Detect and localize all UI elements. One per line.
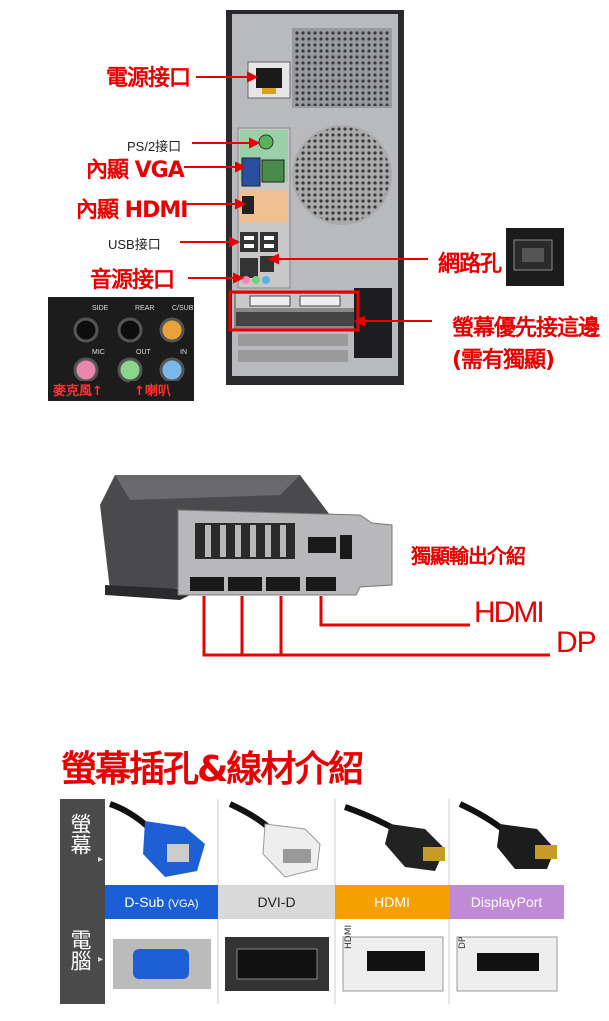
vga-onboard-label: 內顯 VGA <box>86 158 185 183</box>
connector-label-dvid: DVI-D <box>218 885 335 919</box>
port-images <box>105 919 564 1004</box>
gpu-hdmi-label: HDMI <box>474 596 545 629</box>
gpu-diagram <box>100 475 550 657</box>
hdmi-port-onboard <box>242 196 254 214</box>
row-label-monitor: 螢幕 <box>68 813 92 855</box>
dvi-port-image <box>225 937 329 991</box>
dp-port-image <box>456 936 558 992</box>
pc-back-diagram <box>48 10 564 401</box>
usb-ports <box>240 232 258 252</box>
connector-label-dsub: D-Sub (VGA) <box>105 885 218 919</box>
audio-label: 音源接口 <box>90 268 175 293</box>
dp-cable-image <box>458 801 557 869</box>
gpu-hdmi-port-top <box>308 537 336 553</box>
cable-images <box>105 799 564 885</box>
mic-label: 麥克風↑ <box>53 384 103 399</box>
audio-label-side: SIDE <box>92 305 109 312</box>
row-label-pc: 電腦 <box>68 929 92 971</box>
gpu-highlight-box <box>228 290 360 332</box>
audio-label-rear: REAR <box>135 305 155 312</box>
ps2-port <box>258 134 274 150</box>
audio-label-mic: MIC <box>92 349 105 356</box>
connector-label-hdmi: HDMI <box>335 885 449 919</box>
audio-label-csub: C/SUB <box>172 305 194 312</box>
dvi-cable-image <box>228 801 321 878</box>
hdmi-cable-image <box>344 804 445 871</box>
gpu-dp-port-2 <box>228 577 262 591</box>
network-label: 網路孔 <box>438 252 502 277</box>
dp-port-text: DP <box>458 936 468 949</box>
cable-table: 螢幕 電腦 ▸ ▸ <box>60 799 564 1004</box>
vga-cable-image <box>108 801 205 877</box>
top-vent <box>292 28 392 108</box>
section-title: 螢幕插孔&線材介紹 <box>61 749 364 790</box>
gpu-dp-port-1 <box>190 577 224 591</box>
gpu-title: 獨顯輸出介紹 <box>411 544 526 568</box>
monitor-priority-note: (需有獨顯) <box>452 348 555 373</box>
power-label: 電源接口 <box>106 66 191 91</box>
gpu-dp-label: DP <box>556 626 597 659</box>
audio-label-in: IN <box>180 349 187 356</box>
ps2-label: PS/2接口 <box>127 139 182 154</box>
row-header-column <box>60 799 105 1004</box>
gpu-hdmi-port <box>306 577 336 591</box>
gpu-dp-port-3 <box>266 577 300 591</box>
monitor-priority-label: 螢幕優先接這邊 <box>452 316 600 341</box>
hdmi-port-image <box>342 936 444 992</box>
rear-fan <box>292 125 392 225</box>
vga-port-onboard <box>241 157 261 187</box>
usb-label: USB接口 <box>108 237 161 252</box>
vga-port-image <box>113 939 211 989</box>
hdmi-onboard-label: 內顯 HDMI <box>76 198 188 223</box>
audio-label-out: OUT <box>136 349 151 356</box>
connector-label-displayport: DisplayPort <box>449 885 564 919</box>
hdmi-port-text: HDMI <box>344 924 354 949</box>
power-socket <box>256 68 282 88</box>
speaker-label: ↑喇叭 <box>134 384 171 399</box>
